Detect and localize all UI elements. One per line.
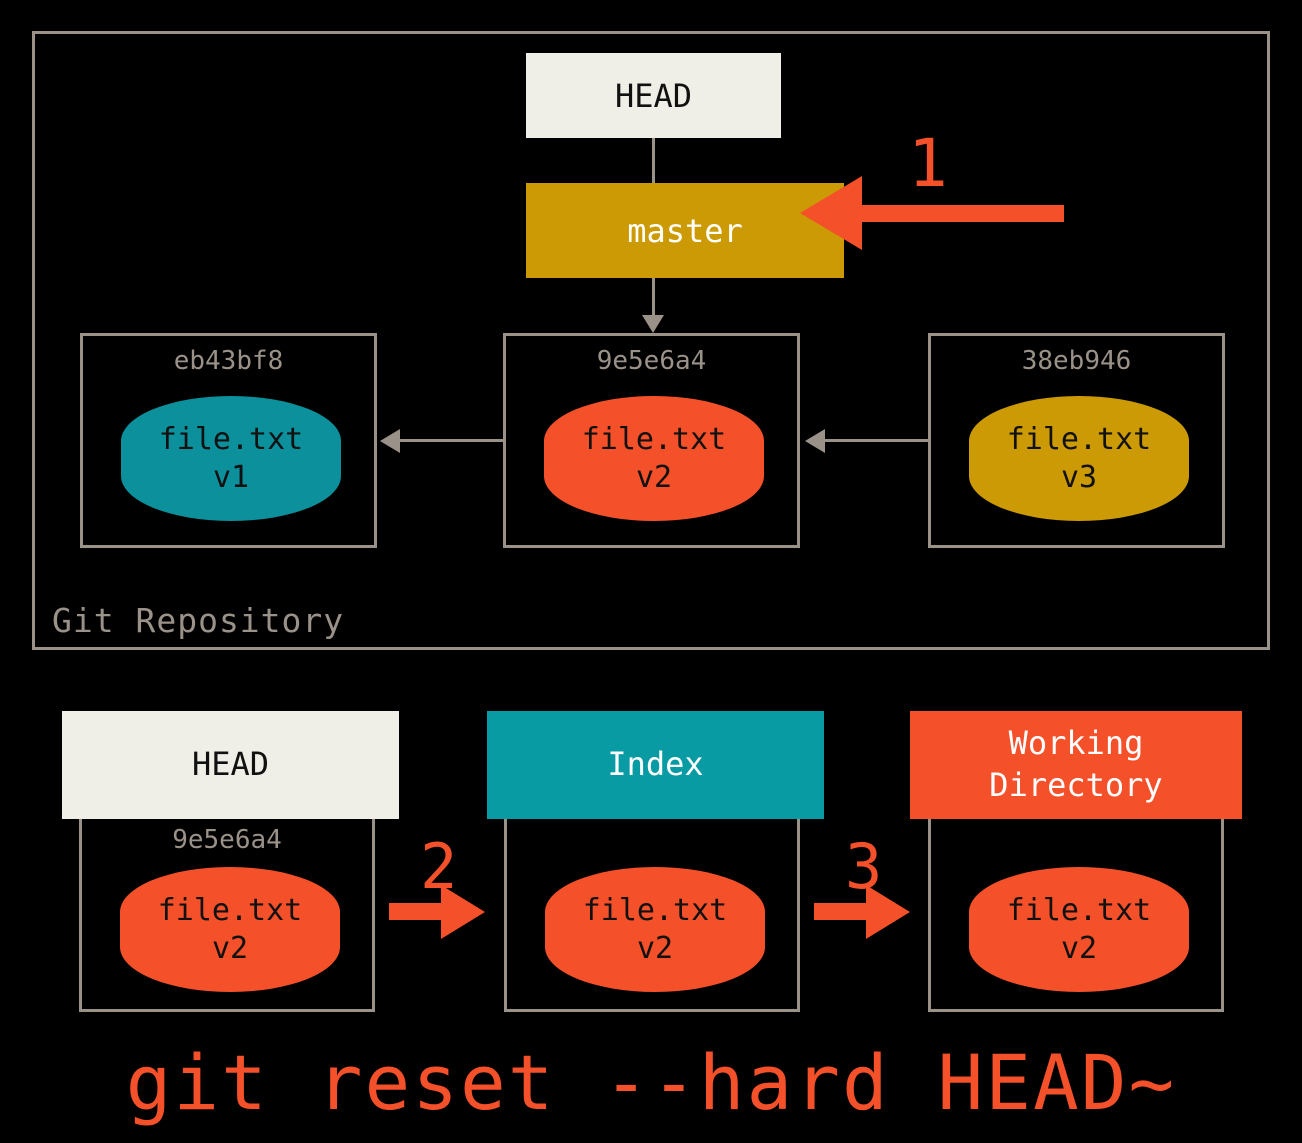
- area-head-blob-version: v2: [211, 930, 249, 966]
- step-1-arrow-head: [800, 176, 862, 250]
- area-header-head-title: HEAD: [191, 745, 270, 784]
- parent-link-arrowhead-2-to-1: [380, 429, 400, 453]
- parent-link-line-2-to-1: [400, 439, 503, 442]
- area-header-index-title: Index: [607, 745, 704, 784]
- master-branch-label: master: [627, 211, 743, 250]
- commit-blob-version-eb43bf8: v1: [212, 459, 250, 495]
- step-2-arrow-head: [441, 885, 485, 939]
- parent-link-arrowhead-3-to-2: [805, 429, 825, 453]
- master-to-commit-line: [652, 278, 655, 318]
- area-header-index: Index: [487, 711, 824, 819]
- area-body-head: 9e5e6a4 file.txt v2: [79, 819, 375, 1012]
- commit-box-eb43bf8: eb43bf8 file.txt v1: [80, 333, 377, 548]
- command-caption: git reset --hard HEAD~: [125, 1038, 1177, 1127]
- commit-hash-38eb946: 38eb946: [1021, 346, 1132, 376]
- step-1-arrow-shaft: [860, 205, 1064, 222]
- step-3-arrow-shaft: [814, 903, 876, 920]
- area-index-blob: file.txt v2: [545, 867, 765, 992]
- step-1-number: 1: [908, 125, 948, 202]
- area-header-working-directory-title-line2: Directory: [989, 766, 1163, 804]
- area-head-blob-file: file.txt: [157, 893, 303, 928]
- area-index-blob-file: file.txt: [582, 893, 728, 928]
- commit-hash-eb43bf8: eb43bf8: [173, 346, 284, 376]
- commit-box-38eb946: 38eb946 file.txt v3: [928, 333, 1225, 548]
- area-working-directory-blob-version: v2: [1060, 930, 1098, 966]
- area-body-index: file.txt v2: [504, 819, 800, 1012]
- area-head-blob: file.txt v2: [120, 867, 340, 992]
- step-2-number: 2: [420, 830, 458, 903]
- area-header-head: HEAD: [62, 711, 399, 819]
- parent-link-line-3-to-2: [825, 439, 928, 442]
- commit-blob-version-9e5e6a4: v2: [635, 459, 673, 495]
- step-3-number: 3: [845, 830, 883, 903]
- commit-blob-9e5e6a4: file.txt v2: [544, 396, 764, 521]
- area-header-working-directory: Working Directory: [910, 711, 1242, 819]
- area-index-blob-version: v2: [636, 930, 674, 966]
- master-branch-box: master: [526, 183, 844, 278]
- commit-blob-version-38eb946: v3: [1060, 459, 1098, 495]
- commit-blob-38eb946: file.txt v3: [969, 396, 1189, 521]
- head-to-master-line: [652, 138, 655, 183]
- step-3-arrow-head: [866, 885, 910, 939]
- commit-blob-file-38eb946: file.txt: [1006, 422, 1152, 457]
- commit-box-9e5e6a4: 9e5e6a4 file.txt v2: [503, 333, 800, 548]
- git-repository-label: Git Repository: [52, 601, 345, 640]
- step-2-arrow-shaft: [389, 903, 451, 920]
- head-pointer-box: HEAD: [526, 53, 781, 138]
- head-pointer-label: HEAD: [614, 76, 693, 115]
- area-working-directory-blob: file.txt v2: [969, 867, 1189, 992]
- commit-blob-file-9e5e6a4: file.txt: [581, 422, 727, 457]
- commit-hash-9e5e6a4: 9e5e6a4: [596, 346, 707, 376]
- commit-blob-file-eb43bf8: file.txt: [158, 422, 304, 457]
- area-head-hash: 9e5e6a4: [172, 825, 282, 855]
- area-working-directory-blob-file: file.txt: [1006, 893, 1152, 928]
- master-to-commit-arrowhead: [642, 315, 664, 333]
- git-repository-frame: [32, 31, 1270, 650]
- area-header-working-directory-title-line1: Working: [1008, 724, 1144, 763]
- commit-blob-eb43bf8: file.txt v1: [121, 396, 341, 521]
- area-body-working-directory: file.txt v2: [928, 819, 1224, 1012]
